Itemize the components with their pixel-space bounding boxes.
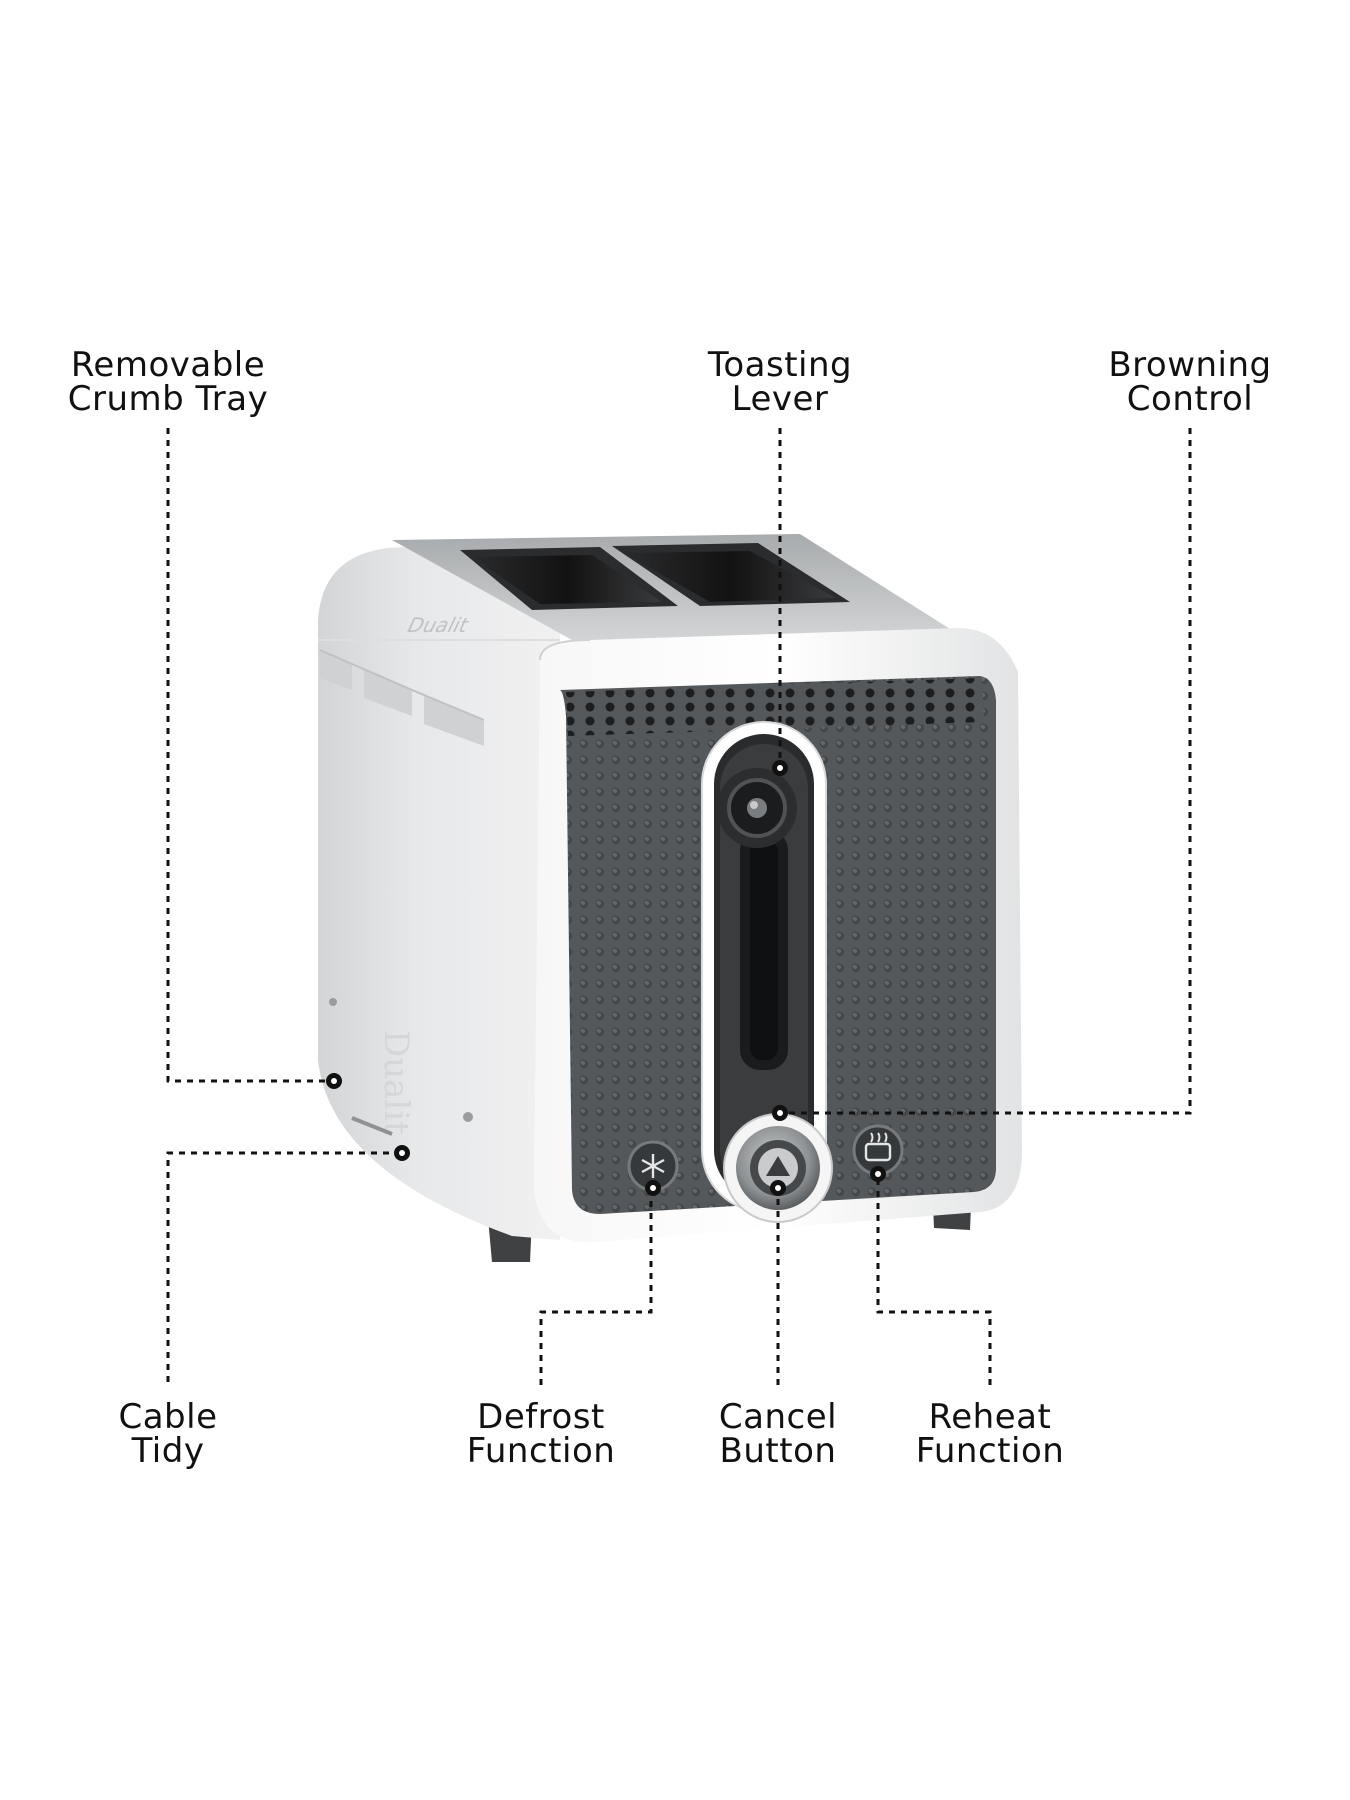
leader-cable-tidy: [166, 1151, 398, 1382]
leader-browning-control: [780, 428, 1192, 1115]
label-line: Button: [719, 1431, 837, 1471]
defrost-button[interactable]: [627, 1140, 679, 1192]
label-line: Browning: [1108, 345, 1272, 385]
leader-defrost: [539, 1188, 653, 1385]
leader-reheat: [876, 1174, 992, 1385]
label-cable-tidy: Cable Tidy: [88, 1400, 248, 1468]
leader-crumb-tray: [166, 428, 330, 1083]
label-line: Control: [1126, 379, 1254, 419]
label-cancel-button: Cancel Button: [688, 1400, 868, 1468]
label-line: Removable: [70, 345, 266, 385]
label-browning-control: Browning Control: [1090, 348, 1290, 416]
label-line: Reheat: [928, 1397, 1052, 1437]
toaster-side-panel: Dualit: [318, 538, 560, 1240]
leader-dots: [326, 760, 886, 1196]
leader-lines: [166, 428, 1192, 1385]
side-brand-mark: Dualit: [376, 1030, 416, 1135]
toast-reheat-icon: [864, 1132, 892, 1162]
label-line: Cancel: [718, 1397, 838, 1437]
label-line: Lever: [731, 379, 829, 419]
label-line: Function: [915, 1431, 1065, 1471]
snowflake-icon: [641, 1154, 665, 1178]
cancel-button[interactable]: [758, 1148, 798, 1188]
label-line: Crumb Tray: [67, 379, 269, 419]
label-defrost-function: Defrost Function: [446, 1400, 636, 1468]
label-removable-crumb-tray: Removable Crumb Tray: [48, 348, 288, 416]
label-line: Toasting: [707, 345, 853, 385]
label-toasting-lever: Toasting Lever: [680, 348, 880, 416]
toasting-lever-handle[interactable]: [717, 768, 797, 848]
label-line: Defrost: [477, 1397, 605, 1437]
label-line: Tidy: [131, 1431, 205, 1471]
top-brand-mark: Dualit: [403, 613, 473, 637]
label-line: Cable: [118, 1397, 218, 1437]
label-reheat-function: Reheat Function: [895, 1400, 1085, 1468]
label-line: Function: [466, 1431, 616, 1471]
